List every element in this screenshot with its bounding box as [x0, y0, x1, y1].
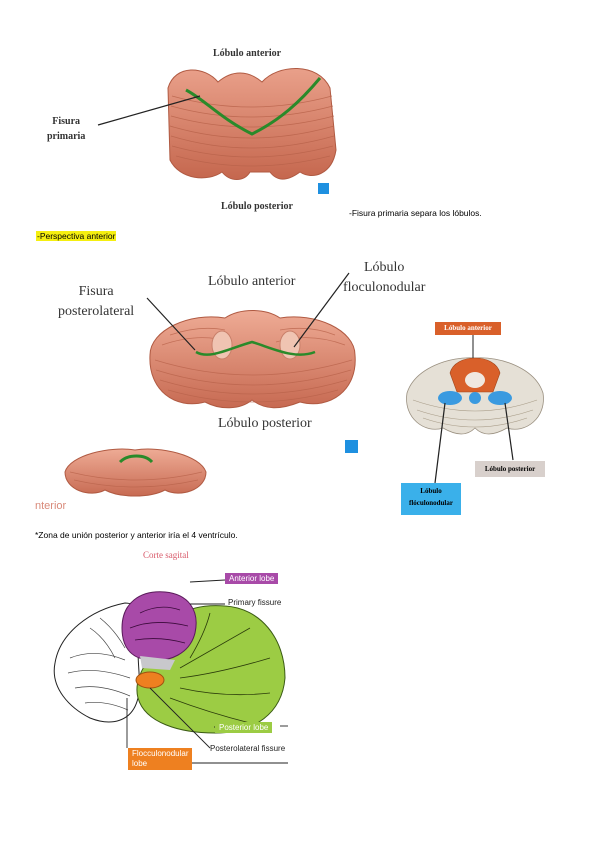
fig3-pointer-floc [434, 402, 446, 484]
note-primary-fissure: -Fisura primaria separa los lóbulos. [349, 208, 482, 218]
fig3-tag-posterior: Lóbulo posterior [475, 461, 545, 477]
fig4-tag-anterior-lobe: Anterior lobe [225, 573, 279, 584]
fig1-pointer-line [97, 95, 201, 126]
fig1-label-posterior: Lóbulo posterior [221, 201, 293, 212]
fig3-pointer-posterior [504, 402, 514, 461]
fig4-tag-posterior-lobe: Posterior lobe [215, 722, 273, 733]
figure-sagittal-section: Corte sagital [30, 548, 295, 773]
fig1-cerebellum-drawing [97, 68, 337, 194]
fig4-pointer-postlat [149, 687, 211, 749]
figure-labeled-lobes: Lóbulo anterior Lóbulo posterior Lóbulo … [395, 318, 555, 518]
fig2-pointer-postlat [146, 297, 196, 351]
fig2-cerebellum-drawing [64, 272, 358, 497]
fig4-sagittal-drawing [53, 579, 288, 764]
fig2-pointer-floc [293, 272, 350, 348]
fig3-tag-anterior: Lóbulo anterior [435, 322, 501, 335]
fig3-cerebellum-drawing [406, 334, 544, 484]
fig4-tag-floc-lobe: Flocculonodular lobe [128, 748, 193, 770]
fig2-label-floc: Lóbulo floculonodular [343, 260, 426, 295]
fig2-label-posterior: Lóbulo posterior [218, 416, 312, 431]
fig1-label-anterior: Lóbulo anterior [213, 48, 282, 59]
fig1-label-fissure: Fisura primaria [47, 116, 86, 142]
fig2-label-anterior: Lóbulo anterior [208, 274, 296, 289]
section-heading-anterior-perspective: -Perspectiva anterior [36, 231, 117, 241]
fig3-tag-floc: Lóbulo flóculonodular [401, 483, 461, 515]
figure-anterior-view: Lóbulo anterior Lóbulo floculonodular Fi… [0, 250, 425, 512]
fig2-partial-caption: nterior [35, 500, 67, 512]
note-fourth-ventricle: *Zona de unión posterior y anterior iría… [35, 530, 238, 540]
fig4-label-postlat-fissure: Posterolateral fissure [210, 744, 286, 753]
fig4-title: Corte sagital [143, 550, 189, 560]
fig4-pointer-anterior [189, 579, 226, 583]
figure-primary-fissure: Lóbulo anterior Fisura primaria Lóbulo p… [0, 0, 599, 218]
fig4-label-primary-fissure: Primary fissure [228, 598, 282, 607]
fig2-label-postlat: Fisura posterolateral [58, 284, 135, 319]
